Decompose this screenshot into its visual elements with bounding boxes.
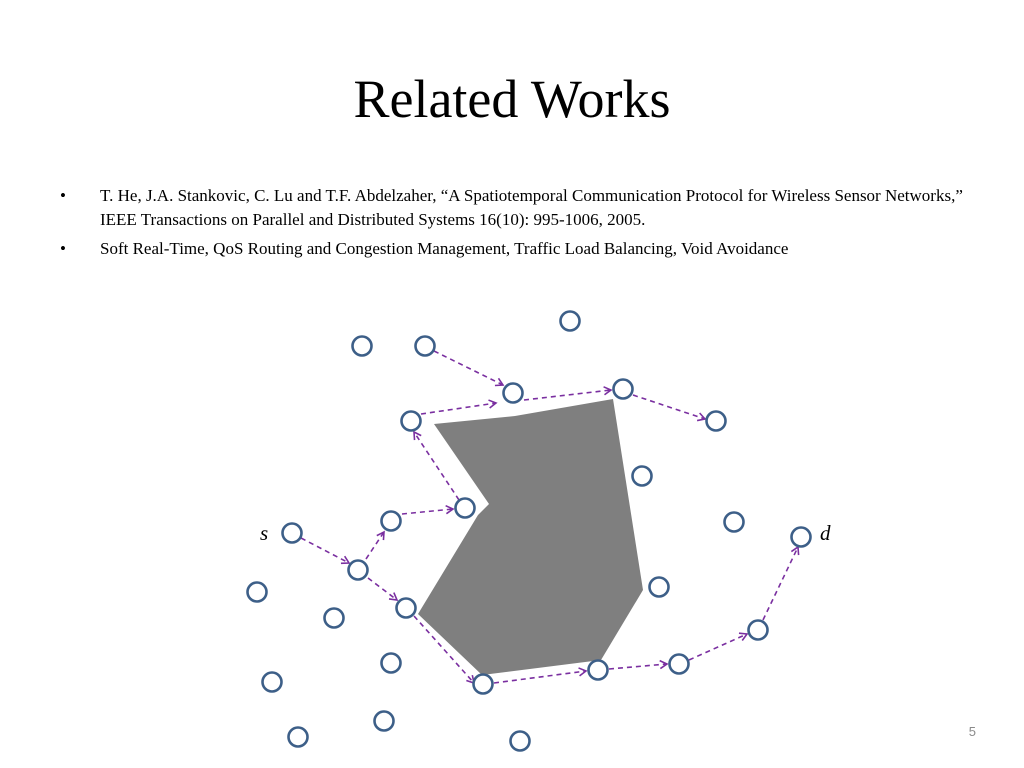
source-label: s [260, 521, 268, 545]
sensor-node [587, 659, 609, 681]
void-region [418, 399, 643, 675]
source-node [281, 522, 303, 544]
bullet-list: • T. He, J.A. Stankovic, C. Lu and T.F. … [58, 184, 978, 266]
sensor-node [246, 581, 268, 603]
bullet-text-topics: Soft Real-Time, QoS Routing and Congesti… [100, 239, 789, 258]
bullet-text-reference: T. He, J.A. Stankovic, C. Lu and T.F. Ab… [100, 186, 963, 229]
sensor-node [631, 465, 653, 487]
sensor-node [705, 410, 727, 432]
path-arrow [401, 504, 455, 515]
sensor-node [380, 652, 402, 674]
destination-node [790, 526, 812, 548]
sensor-node [287, 726, 309, 748]
slide-title: Related Works [353, 69, 671, 129]
path-arrow [688, 632, 749, 661]
path-arrow [367, 577, 399, 601]
sensor-node [414, 335, 436, 357]
path-arrow [433, 350, 505, 387]
path-arrow [632, 394, 707, 422]
sensor-node [454, 497, 476, 519]
path-arrow [365, 530, 385, 560]
sensor-node [472, 673, 494, 695]
path-arrow [420, 399, 498, 415]
sensor-node [668, 653, 690, 675]
sensor-node [509, 730, 531, 752]
sensor-node [373, 710, 395, 732]
page-number: 5 [968, 724, 976, 739]
path-arrow [413, 615, 476, 685]
path-arrow [413, 430, 460, 501]
bullet-item-reference: • T. He, J.A. Stankovic, C. Lu and T.F. … [58, 184, 978, 232]
sensor-node [747, 619, 769, 641]
sensor-node [400, 410, 422, 432]
sensor-node [612, 378, 634, 400]
sensor-node [347, 559, 369, 581]
sensor-node [395, 597, 417, 619]
bullet-item-topics: • Soft Real-Time, QoS Routing and Conges… [58, 237, 978, 261]
sensor-node [351, 335, 373, 357]
sensor-node [380, 510, 402, 532]
path-arrow [300, 537, 351, 565]
path-arrow [608, 659, 669, 670]
path-arrow [523, 386, 613, 401]
bullet-marker: • [60, 239, 66, 258]
path-arrow [762, 545, 800, 621]
bullet-marker: • [60, 186, 66, 205]
sensor-node [559, 310, 581, 332]
sensor-node [723, 511, 745, 533]
destination-label: d [820, 521, 831, 545]
sensor-node [648, 576, 670, 598]
sensor-node [502, 382, 524, 404]
sensor-node [261, 671, 283, 693]
path-arrow [493, 667, 588, 684]
sensor-node [323, 607, 345, 629]
